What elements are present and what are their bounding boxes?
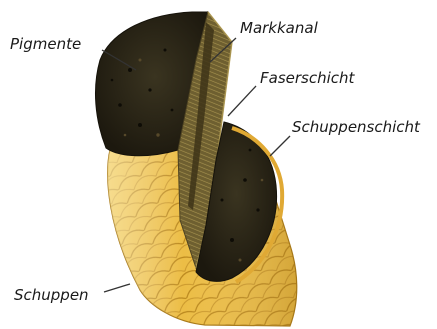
leader-schuppenschicht (270, 136, 290, 156)
label-markkanal: Markkanal (240, 21, 318, 36)
label-pigmente: Pigmente (10, 37, 81, 52)
label-schuppenschicht: Schuppenschicht (292, 120, 420, 135)
label-schuppen: Schuppen (14, 288, 89, 303)
label-faserschicht: Faserschicht (260, 71, 354, 86)
leader-schuppen (104, 284, 130, 292)
leader-faserschicht (228, 86, 256, 116)
